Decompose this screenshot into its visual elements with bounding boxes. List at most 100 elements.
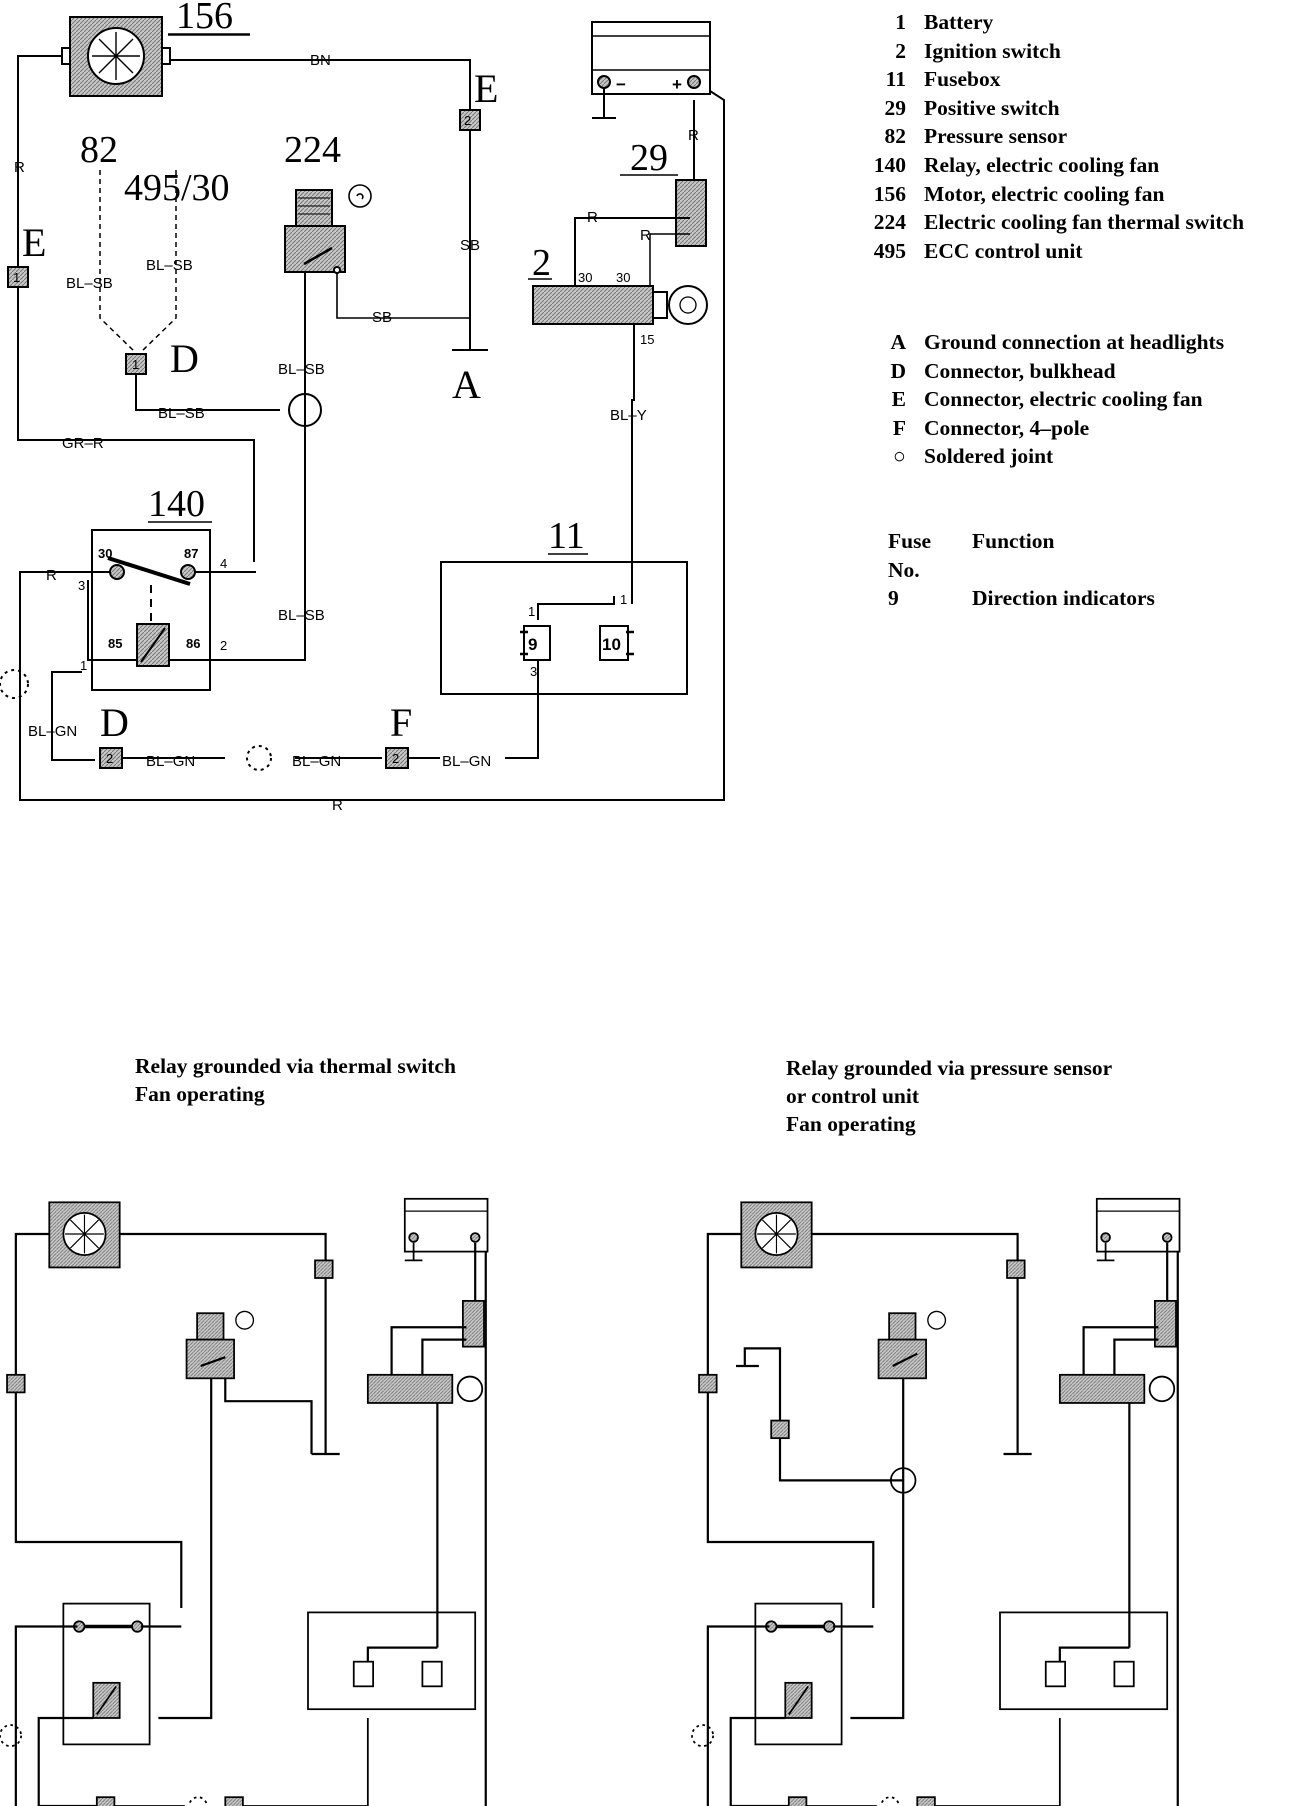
pin-fuse-9: 9 — [528, 635, 537, 654]
pin-ign-30b: 30 — [616, 270, 630, 285]
pin-relay-1: 1 — [80, 658, 87, 673]
pin-fuse-10: 10 — [602, 635, 621, 654]
legend-item-key: 82 — [884, 124, 907, 149]
wire-r-left: R — [14, 159, 25, 176]
pin-conn-d-top: 1 — [132, 357, 139, 372]
wire-gr-r: GR–R — [62, 435, 104, 452]
legend-item-key: 140 — [873, 152, 906, 177]
wire-bl-gn-2: BL–GN — [146, 753, 195, 770]
operating-diagram-pressure — [691, 1197, 1181, 1806]
legend-item: 1 Battery — [840, 8, 1244, 37]
fuse-col-header-2: No. — [888, 557, 920, 582]
legend-item-label: Battery — [924, 10, 994, 34]
label-156: 156 — [176, 0, 233, 37]
legend-item-key: 156 — [873, 181, 906, 206]
battery — [591, 21, 711, 119]
letter-e-left: E — [22, 220, 46, 265]
wire-sb-thermal: SB — [372, 309, 392, 326]
wire-bl-sb-1: BL–SB — [66, 275, 113, 292]
fuse-table: Fuse Function No. 9 Direction indicators — [888, 527, 1155, 613]
pin-relay-87: 87 — [184, 546, 198, 561]
label-140: 140 — [148, 483, 205, 525]
letter-d-top: D — [170, 336, 199, 381]
pin-conn-d-bottom: 2 — [106, 751, 113, 766]
connector-legend-item-key: ○ — [893, 444, 906, 469]
label-29: 29 — [630, 137, 668, 179]
connector-legend-item-label: Connector, electric cooling fan — [924, 387, 1203, 412]
pin-conn-f: 2 — [392, 751, 399, 766]
connector-legend-item-key: E — [891, 387, 906, 412]
pin-relay-4: 4 — [220, 556, 227, 571]
fuse-function: Direction indicators — [972, 586, 1155, 611]
connector-legend-item-label: Connector, bulkhead — [924, 358, 1116, 383]
thermal-switch — [284, 184, 372, 274]
fan-motor — [61, 16, 250, 97]
pin-relay-30: 30 — [98, 546, 112, 561]
pin-relay-3: 3 — [78, 578, 85, 593]
wire-bl-sb-3: BL–SB — [278, 361, 325, 378]
wire-r-pos-switch: R — [688, 127, 699, 144]
fuse-number: 9 — [888, 586, 899, 611]
pin-batt-minus: − — [616, 75, 626, 94]
legend-item-key: 224 — [873, 210, 906, 235]
connector-legend-item-label: Ground connection at headlights — [924, 330, 1225, 354]
pin-relay-2: 2 — [220, 638, 227, 653]
operating-diagram-thermal — [0, 1197, 489, 1806]
connector-legend-item-label: Soldered joint — [924, 444, 1054, 469]
legend-item-label: Positive switch — [924, 95, 1060, 120]
pin-ign-15: 15 — [640, 332, 654, 347]
legend-item: 156 Motor, electric cooling fan — [840, 180, 1244, 209]
letter-f: F — [390, 700, 412, 745]
wire-r-relay: R — [46, 567, 57, 584]
wire-bl-y: BL–Y — [610, 407, 647, 424]
legend-item-key: 11 — [885, 67, 906, 92]
legend-item: 11 Fusebox — [840, 65, 1244, 94]
pin-conn-e-left: 1 — [13, 270, 20, 285]
pin-conn-e-top: 2 — [464, 113, 471, 128]
legend-item-label: ECC control unit — [924, 238, 1083, 263]
wire-r-ign-2: R — [640, 227, 651, 244]
connector-legend-item-label: Connector, 4–pole — [924, 415, 1090, 440]
letter-e-top: E — [474, 66, 498, 111]
wire-sb-right: SB — [460, 237, 480, 254]
legend-item: 224 Electric cooling fan thermal switch — [840, 208, 1244, 237]
function-col-header: Function — [972, 529, 1055, 553]
legend-item: 140 Relay, electric cooling fan — [840, 151, 1244, 180]
wire-bl-sb-2: BL–SB — [146, 257, 193, 274]
pin-fuse-1b: 1 — [620, 592, 627, 607]
legend-item-label: Relay, electric cooling fan — [924, 152, 1160, 177]
connector-legend-item: ○ Soldered joint — [840, 442, 1224, 471]
label-2: 2 — [532, 242, 551, 284]
legend-item-label: Motor, electric cooling fan — [924, 181, 1165, 206]
pin-fuse-1a: 1 — [528, 604, 535, 619]
label-82: 82 — [80, 129, 118, 171]
caption-pressure: Relay grounded via pressure sensor or co… — [786, 1056, 1113, 1136]
main-labels: 156 82 495/30 224 29 2 140 11 E E D A D … — [13, 0, 699, 814]
letter-a: A — [452, 362, 481, 407]
pin-relay-86: 86 — [186, 636, 200, 651]
fuse-col-header: Fuse — [888, 529, 931, 553]
legend-item-label: Fusebox — [924, 67, 1001, 92]
caption-thermal: Relay grounded via thermal switch Fan op… — [135, 1054, 456, 1106]
connector-legend-item: A Ground connection at headlights — [840, 328, 1224, 357]
relay — [91, 529, 211, 691]
wire-bl-gn-3: BL–GN — [292, 753, 341, 770]
wire-r-ign-1: R — [587, 209, 598, 226]
legend-item-key: 1 — [895, 10, 906, 34]
wire-r-bottom: R — [332, 797, 343, 814]
label-11: 11 — [548, 515, 585, 557]
connector-legend-item-key: A — [890, 330, 906, 354]
label-224: 224 — [284, 129, 341, 171]
legend-item-label: Electric cooling fan thermal switch — [924, 210, 1245, 235]
connector-legend-item-key: D — [890, 358, 906, 383]
ignition-switch — [532, 285, 708, 325]
wire-bl-sb-4: BL–SB — [158, 405, 205, 422]
